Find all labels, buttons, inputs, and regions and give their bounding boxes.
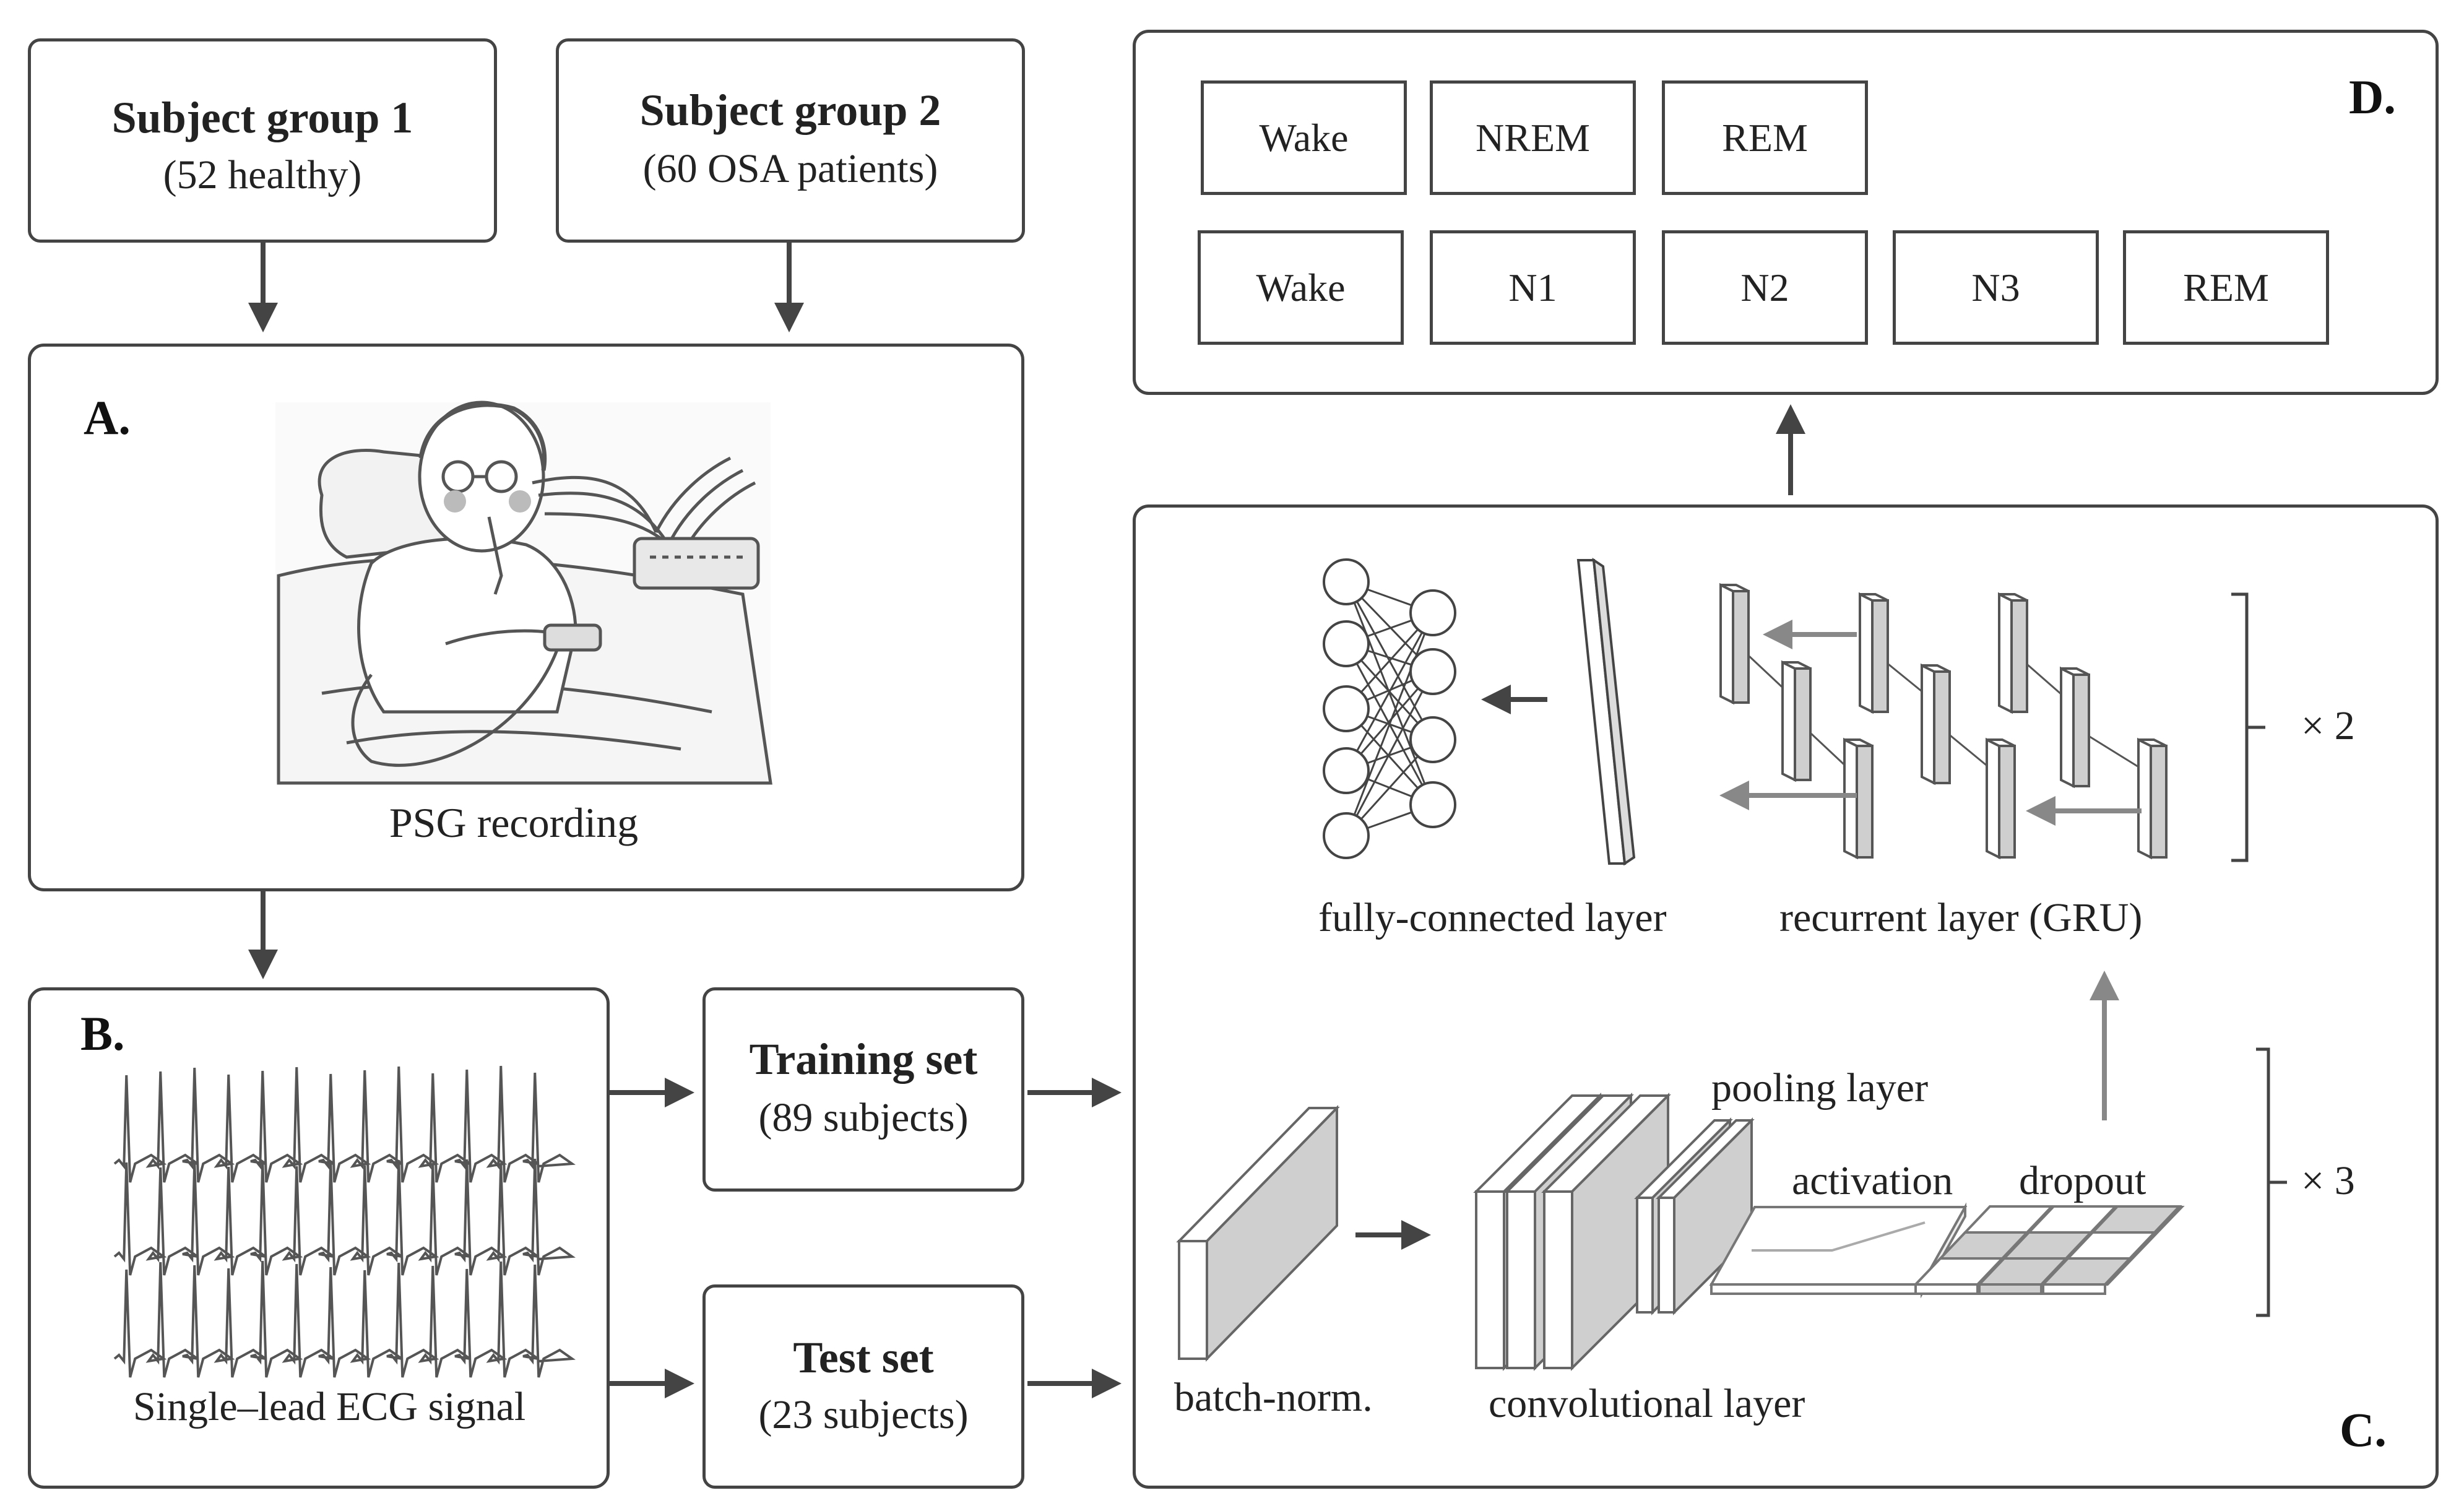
flatten-layer [1576, 557, 1636, 866]
psg-caption: PSG recording [389, 799, 639, 846]
gru-arrows [1719, 620, 2142, 826]
subject-group-1-subtitle: (52 healthy) [163, 152, 362, 197]
repeat-x3-label: × 3 [2301, 1158, 2355, 1203]
stage-3class-wake: Wake [1201, 80, 1407, 195]
subject-group-2-title: Subject group 2 [639, 85, 941, 135]
pooling-layers [1634, 1117, 1755, 1315]
stage-5class-wake: Wake [1198, 230, 1404, 345]
gru-units [1719, 582, 2168, 860]
panel-c-letter: C. [2340, 1403, 2387, 1457]
stage-3class-nrem: NREM [1430, 80, 1636, 195]
repeat-brackets [2231, 592, 2287, 1317]
ecg-trace-2 [113, 1158, 576, 1276]
test-set-box: Test set (23 subjects) [702, 1284, 1024, 1489]
fully-connected-network [1323, 558, 1456, 859]
recurrent-label: recurrent layer (GRU) [1779, 895, 2143, 940]
test-set-title: Test set [793, 1333, 934, 1382]
repeat-x2-label: × 2 [2301, 703, 2355, 748]
training-set-box: Training set (89 subjects) [702, 987, 1024, 1192]
subject-group-2-subtitle: (60 OSA patients) [642, 146, 938, 191]
stage-5class-rem: REM [2123, 230, 2329, 345]
panel-a-letter: A. [84, 391, 131, 444]
conv-layers [1473, 1093, 1671, 1371]
flow-arrows [248, 243, 1805, 1398]
panel-d-letter: D. [2349, 70, 2396, 124]
stage-3class-rem: REM [1662, 80, 1868, 195]
training-set-title: Training set [749, 1034, 978, 1084]
subject-group-1-title: Subject group 1 [111, 93, 413, 142]
training-set-subtitle: (89 subjects) [758, 1095, 969, 1140]
ecg-traces [113, 1065, 576, 1378]
pooling-label: pooling layer [1711, 1065, 1929, 1111]
subject-group-2-box: Subject group 2 (60 OSA patients) [556, 38, 1025, 243]
convolutional-label: convolutional layer [1489, 1381, 1805, 1426]
fully-connected-label: fully-connected layer [1318, 895, 1667, 940]
batch-norm-label: batch-norm. [1174, 1375, 1373, 1420]
ecg-trace-1 [113, 1065, 576, 1183]
stage-5class-n2: N2 [1662, 230, 1868, 345]
dropout-label: dropout [2019, 1158, 2146, 1203]
bracket-x3 [2256, 1047, 2270, 1317]
ecg-caption: Single–lead ECG signal [133, 1384, 526, 1429]
activation-plane [1709, 1202, 1968, 1299]
dropout-grid [1913, 1205, 2185, 1295]
panel-b-letter: B. [80, 1007, 125, 1060]
stage-5class-n1: N1 [1430, 230, 1636, 345]
bracket-x2 [2231, 592, 2249, 862]
batch-norm-block [1176, 1105, 1340, 1362]
subject-group-1-box: Subject group 1 (52 healthy) [28, 38, 497, 243]
test-set-subtitle: (23 subjects) [758, 1392, 969, 1437]
stage-5class-n3: N3 [1893, 230, 2099, 345]
ecg-trace-3 [113, 1260, 576, 1378]
psg-illustration [275, 400, 772, 785]
activation-label: activation [1792, 1158, 1953, 1203]
